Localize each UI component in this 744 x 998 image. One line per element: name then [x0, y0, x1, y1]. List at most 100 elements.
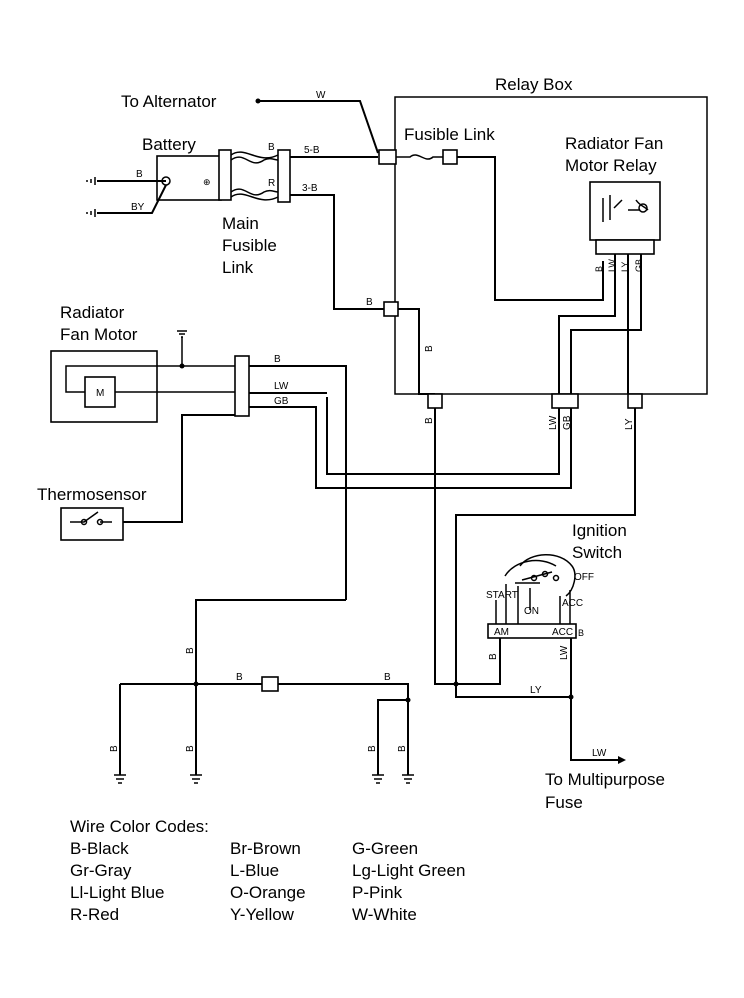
- wire-alternator: [258, 100, 379, 154]
- ground-icon: [372, 774, 384, 784]
- wire-tag-motor-b: B: [274, 354, 281, 365]
- wire-tag-b-relay-in: B: [366, 297, 373, 308]
- wire-ground-vert: [195, 599, 346, 684]
- wire-tag-b-link: B: [268, 142, 275, 153]
- legend-code: L-Blue: [230, 861, 279, 880]
- wire-lw-down: [326, 397, 560, 475]
- legend-code: W-White: [352, 905, 417, 924]
- ground-icon: [86, 209, 96, 217]
- wire-tag-b-batt: B: [136, 169, 143, 180]
- wire-tag-ign-b2: B: [578, 628, 584, 638]
- wire-relay-gb: [570, 254, 642, 394]
- ignition-pos-start: START: [486, 590, 518, 601]
- ignition-pos-off: OFF: [574, 572, 594, 583]
- ignition-terminal-am: AM: [494, 627, 509, 638]
- main-fusible-link-label-2: Fusible: [222, 236, 277, 255]
- wire-ground-right: [377, 699, 408, 775]
- relay-label-2: Motor Relay: [565, 156, 657, 175]
- wire-tag-gb-bottom: GB: [562, 415, 573, 430]
- wire-tag-lw-fuse: LW: [592, 748, 607, 759]
- wire-tag-relay-gb: GB: [634, 259, 644, 272]
- battery: [156, 155, 222, 201]
- legend-code: O-Orange: [230, 883, 306, 902]
- junction-ly: [568, 694, 574, 700]
- ground-junction: [179, 363, 185, 369]
- ignition-terminal-block: [487, 623, 577, 639]
- ground-icon: [190, 774, 202, 784]
- wire-b-down: [434, 408, 456, 685]
- relay-box-conn-b: [383, 301, 399, 317]
- to-multipurpose-fuse-label-1: To Multipurpose: [545, 770, 665, 789]
- legend-code: Gr-Gray: [70, 861, 132, 880]
- wire-tag-motor-lw: LW: [274, 381, 289, 392]
- wire-tag-b-ground-mid: B: [185, 745, 196, 752]
- to-multipurpose-fuse-label-2: Fuse: [545, 793, 583, 812]
- wire-ly-down: [455, 408, 636, 698]
- wire-tag-b-ground-vert: B: [185, 647, 196, 654]
- wire-tag-b-ground-left: B: [109, 745, 120, 752]
- legend-title: Wire Color Codes:: [70, 817, 209, 836]
- wire-tag-lw-bottom: LW: [548, 415, 559, 430]
- thermosensor-contact-b: [96, 518, 104, 526]
- thermosensor: [60, 507, 124, 541]
- arrow-to-fuse: [618, 756, 626, 764]
- wire-3b: [290, 194, 384, 310]
- legend-code: Ll-Light Blue: [70, 883, 165, 902]
- ground-icon: [402, 774, 414, 784]
- main-fusible-link-label-1: Main: [222, 214, 259, 233]
- motor-connector: [234, 355, 250, 417]
- battery-label: Battery: [142, 135, 196, 154]
- thermosensor-label: Thermosensor: [37, 485, 147, 504]
- relay-box-conn-bottom-b: [427, 393, 443, 409]
- legend-code: Lg-Light Green: [352, 861, 465, 880]
- relay-connector: [595, 239, 655, 255]
- main-fusible-link-label-3: Link: [222, 258, 254, 277]
- motor-symbol: M: [96, 388, 104, 399]
- relay-label-1: Radiator Fan: [565, 134, 663, 153]
- legend-code: B-Black: [70, 839, 129, 858]
- wire-tag-relay-lw: LW: [607, 259, 617, 272]
- ground-bus-connector: [261, 676, 279, 692]
- wire-ign-am: [456, 638, 501, 685]
- wire-tag-b-ground-right-a: B: [367, 745, 378, 752]
- junction-b: [453, 681, 459, 687]
- main-fusible-link: [218, 149, 291, 203]
- wire-motor-b: [249, 365, 347, 600]
- wire-battery-by: [97, 184, 167, 214]
- fusible-link-label: Fusible Link: [404, 125, 495, 144]
- ignition-pos-on: ON: [524, 606, 539, 617]
- wire-tag-ly-bottom: LY: [624, 418, 635, 430]
- relay-box: [394, 96, 708, 395]
- wire-tag-motor-gb: GB: [274, 396, 289, 407]
- wire-tag-ly-join: LY: [530, 685, 542, 696]
- wire-fusible-to-relay: [457, 156, 604, 301]
- wire-tag-ign-lw: LW: [559, 645, 570, 660]
- wire-ground-horiz: [120, 683, 409, 775]
- wire-tag-5b: 5-B: [304, 145, 320, 156]
- wire-tag-ign-b: B: [488, 653, 499, 660]
- radiator-fan-motor-label-1: Radiator: [60, 303, 125, 322]
- ground-icon: [177, 330, 187, 366]
- legend-code: R-Red: [70, 905, 119, 924]
- relay-box-conn-bottom-ly: [627, 393, 643, 409]
- wire-tag-3b: 3-B: [302, 183, 318, 194]
- wire-thermosensor: [123, 414, 235, 523]
- wire-gb-down: [262, 406, 572, 489]
- wire-relay-lw: [558, 254, 616, 394]
- relay-contact: [602, 195, 649, 222]
- fusible-link-element: [396, 154, 443, 160]
- wire-tag-b-ground-right-b: B: [397, 745, 408, 752]
- legend-code: Y-Yellow: [230, 905, 295, 924]
- wire-tag-b-horiz-1: B: [236, 672, 243, 683]
- ignition-switch: [495, 554, 576, 624]
- ignition-terminal-acc: ACC: [552, 627, 573, 638]
- ignition-switch-label-2: Switch: [572, 543, 622, 562]
- relay-coil: [638, 203, 648, 213]
- wire-tag-r-link: R: [268, 178, 275, 189]
- radiator-fan-motor-relay: [589, 181, 661, 241]
- fusible-link-conn-left: [378, 149, 397, 165]
- wire-tag-w-alt: W: [316, 90, 326, 101]
- legend-code: Br-Brown: [230, 839, 301, 858]
- wire-tag-by-batt: BY: [131, 202, 145, 213]
- wire-tag-b-horiz-2: B: [384, 672, 391, 683]
